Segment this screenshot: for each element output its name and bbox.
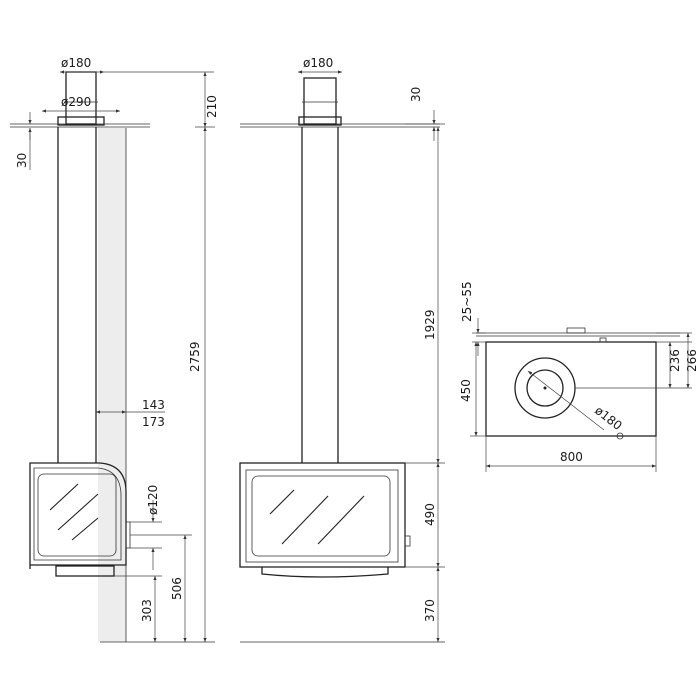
top-view: 25~55 450 236 266 ø180 800: [459, 281, 699, 472]
top-flue-inner: [526, 369, 564, 407]
front-body-height: 490: [423, 503, 437, 526]
side-view: ø180 ø290 210 30 2759 143 173 ø120 506: [10, 56, 219, 643]
top-wall-gap: 25~55: [460, 281, 474, 322]
front-flue-height: 1929: [423, 309, 437, 340]
front-flue-diameter: ø180: [303, 56, 333, 70]
front-stove-body: [239, 462, 406, 568]
top-depth-total: 266: [685, 349, 699, 372]
side-wall-distance-max: 173: [142, 415, 165, 429]
top-width: 800: [560, 450, 583, 464]
front-flue-top: [303, 77, 337, 125]
front-ceiling-thickness: 30: [409, 87, 423, 102]
top-flue-diameter: ø180: [592, 403, 624, 433]
side-ceiling-top-height: 210: [205, 95, 219, 118]
top-depth-450: 450: [459, 379, 473, 402]
side-total-height: 2759: [188, 341, 202, 372]
side-outlet-diameter: ø120: [146, 485, 160, 515]
side-wall-distance-min: 143: [142, 398, 165, 412]
top-stove-body: [485, 341, 657, 437]
side-floor-clearance: 303: [140, 599, 154, 622]
side-outlet-height: 506: [170, 577, 184, 600]
front-glass: [251, 475, 391, 557]
side-ceiling-thickness: 30: [15, 153, 29, 168]
top-flue-center-depth: 236: [668, 349, 682, 372]
front-floor-clearance: 370: [423, 599, 437, 622]
side-flue-diameter: ø180: [61, 56, 91, 70]
front-view: ø180 30 1929 490 370: [239, 56, 445, 643]
side-ceiling-plate-diameter: ø290: [61, 95, 91, 109]
